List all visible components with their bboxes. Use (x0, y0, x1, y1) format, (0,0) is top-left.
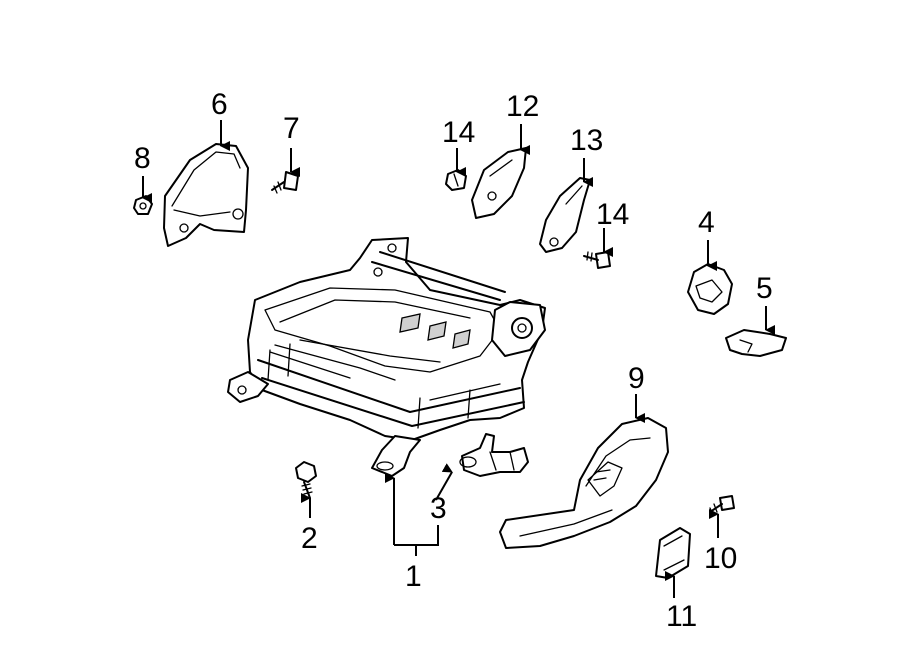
knob-part-11 (655, 527, 691, 579)
cover-part-13 (539, 177, 591, 253)
callout-12: 12 (506, 90, 539, 123)
screw-part-7 (271, 171, 299, 194)
cover-part-12 (471, 147, 527, 219)
callout-labels: 1 2 3 4 5 6 7 8 9 10 11 12 13 14 14 (134, 88, 773, 633)
callout-3: 3 (430, 492, 447, 525)
clip-part-8 (133, 195, 153, 215)
callout-5: 5 (756, 272, 773, 305)
callout-8: 8 (134, 142, 151, 175)
callout-2: 2 (301, 522, 318, 555)
screw-part-14b (583, 251, 611, 269)
bracket-part-3 (459, 433, 529, 477)
screw-part-14a (445, 169, 467, 191)
cover-part-4 (687, 263, 733, 315)
callout-6: 6 (211, 88, 228, 121)
shield-part-6 (163, 143, 249, 247)
callout-11: 11 (666, 600, 697, 633)
callout-7: 7 (283, 112, 300, 145)
leader-lines (142, 120, 775, 598)
callout-9: 9 (628, 362, 645, 395)
bolt-part-2 (295, 461, 317, 499)
seat-frame-part-1 (227, 237, 546, 477)
callout-10: 10 (704, 542, 737, 575)
callout-13: 13 (570, 124, 603, 157)
screw-part-10 (709, 495, 735, 516)
clip-part-5 (725, 329, 787, 357)
callout-14b: 14 (596, 198, 629, 231)
callout-1: 1 (405, 560, 422, 593)
callout-4: 4 (698, 206, 715, 239)
callout-14a: 14 (442, 116, 475, 149)
side-shield-part-9 (499, 417, 669, 549)
